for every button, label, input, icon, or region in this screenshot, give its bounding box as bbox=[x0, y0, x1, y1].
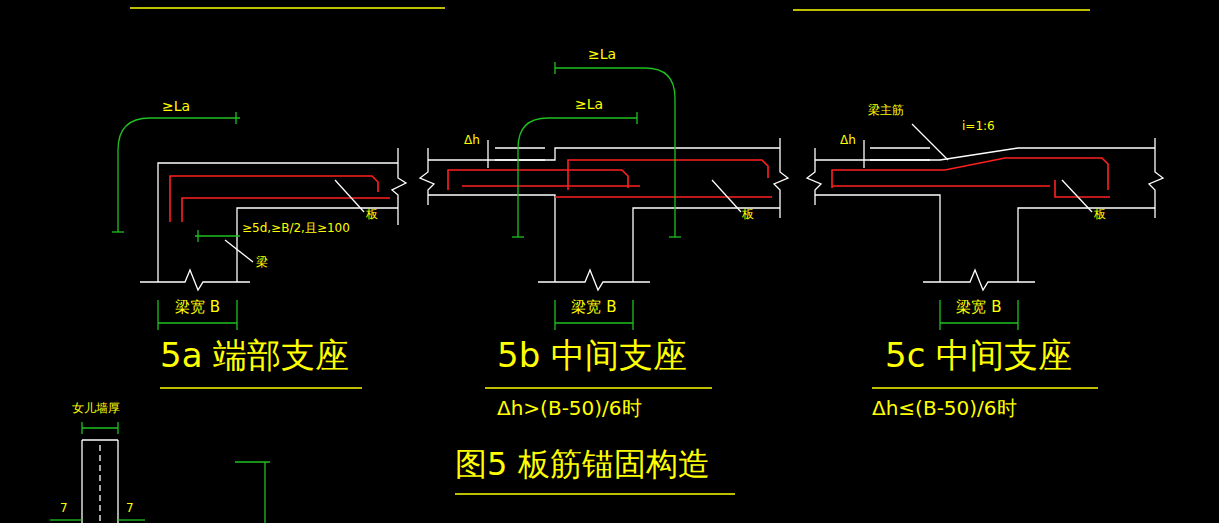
slope-text: i=1:6 bbox=[962, 120, 995, 134]
dimension-text: Δh bbox=[840, 134, 856, 148]
dimension-text: ≥5d,≥B/2,且≥100 bbox=[242, 222, 350, 236]
dimension-text: Δh bbox=[464, 134, 480, 148]
condition-note: Δh≤(B-50)/6时 bbox=[872, 397, 1017, 420]
dimension-text: 梁宽 B bbox=[571, 299, 616, 316]
part-label: 板 bbox=[366, 208, 378, 222]
dimension-text: 梁宽 B bbox=[175, 299, 220, 316]
part-label: 板 bbox=[1094, 208, 1106, 222]
dimension-text: ≥La bbox=[575, 96, 603, 112]
part-label: 梁 bbox=[256, 256, 268, 270]
dimension-text: ≥La bbox=[588, 46, 616, 62]
dimension-text: ≥La bbox=[162, 98, 190, 114]
detail-title: 5c 中间支座 bbox=[885, 336, 1072, 375]
detail-title: 5b 中间支座 bbox=[497, 336, 687, 375]
condition-note: Δh>(B-50)/6时 bbox=[497, 397, 642, 420]
part-label: 板 bbox=[742, 208, 754, 222]
part-label: 梁主筋 bbox=[868, 104, 904, 118]
detail-title: 5a 端部支座 bbox=[160, 336, 349, 375]
figure-caption: 图5 板筋锚固构造 bbox=[455, 446, 710, 483]
dimension-text: 7 bbox=[126, 502, 134, 516]
dimension-text: 梁宽 B bbox=[956, 299, 1001, 316]
dimension-text: 7 bbox=[60, 502, 68, 516]
dimension-text: 女儿墙厚 bbox=[72, 402, 120, 416]
